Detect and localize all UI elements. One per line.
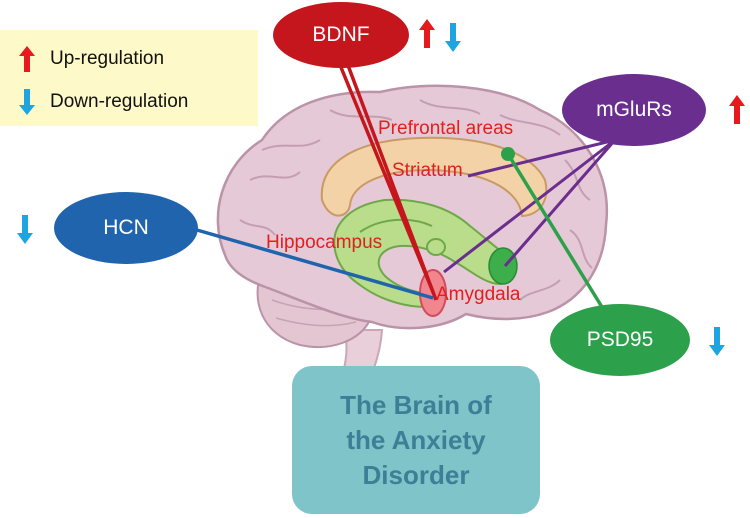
olfactory-region [488,247,518,285]
prefrontal-marker [501,147,515,161]
psd95-ellipse [550,304,690,376]
hcn-connector [189,226,434,300]
psd95-connector [506,153,607,313]
legend-down-label: Down-regulation [50,91,189,112]
bdnf-connectors [336,59,438,301]
mglurs-connectors [443,138,617,274]
hippocampus-label: Hippocampus [266,232,383,253]
legend-down-row: Down-regulation [18,87,188,117]
diagram-title: The Brain of the Anxiety Disorder [340,389,492,490]
down-arrow-icon [19,89,35,115]
legend: Up-regulation Down-regulation [0,30,258,126]
title-box: The Brain of the Anxiety Disorder [292,366,540,514]
mglurs-ellipse [562,74,706,146]
bdnf-label: BDNF [312,23,370,46]
hcn-label: HCN [103,216,149,239]
prefrontal-label: Prefrontal areas [378,118,514,139]
hcn-label-box: HCN [54,192,198,264]
psd95-down-arrow-icon [709,327,725,356]
mglurs-up-arrow-icon [729,95,745,124]
psd95-label: PSD95 [586,328,654,351]
psd95-label-box: PSD95 [550,304,690,376]
legend-up-row: Up-regulation [18,44,164,74]
hcn-down-arrow-icon [17,215,33,244]
up-arrow-icon [19,46,35,72]
amygdala-label: Amygdala [436,284,521,305]
gyri-lines [239,99,593,301]
bdnf-down-arrow-icon [445,23,461,52]
bdnf-up-arrow-icon [419,19,435,48]
striatum-label: Striatum [392,160,463,181]
bdnf-label-box: BDNF [273,2,409,68]
legend-up-label: Up-regulation [50,48,165,69]
hcn-ellipse [54,192,198,264]
mglurs-label-box: mGluRs [562,74,706,146]
mglurs-label: mGluRs [596,98,672,121]
bdnf-ellipse [273,2,409,68]
